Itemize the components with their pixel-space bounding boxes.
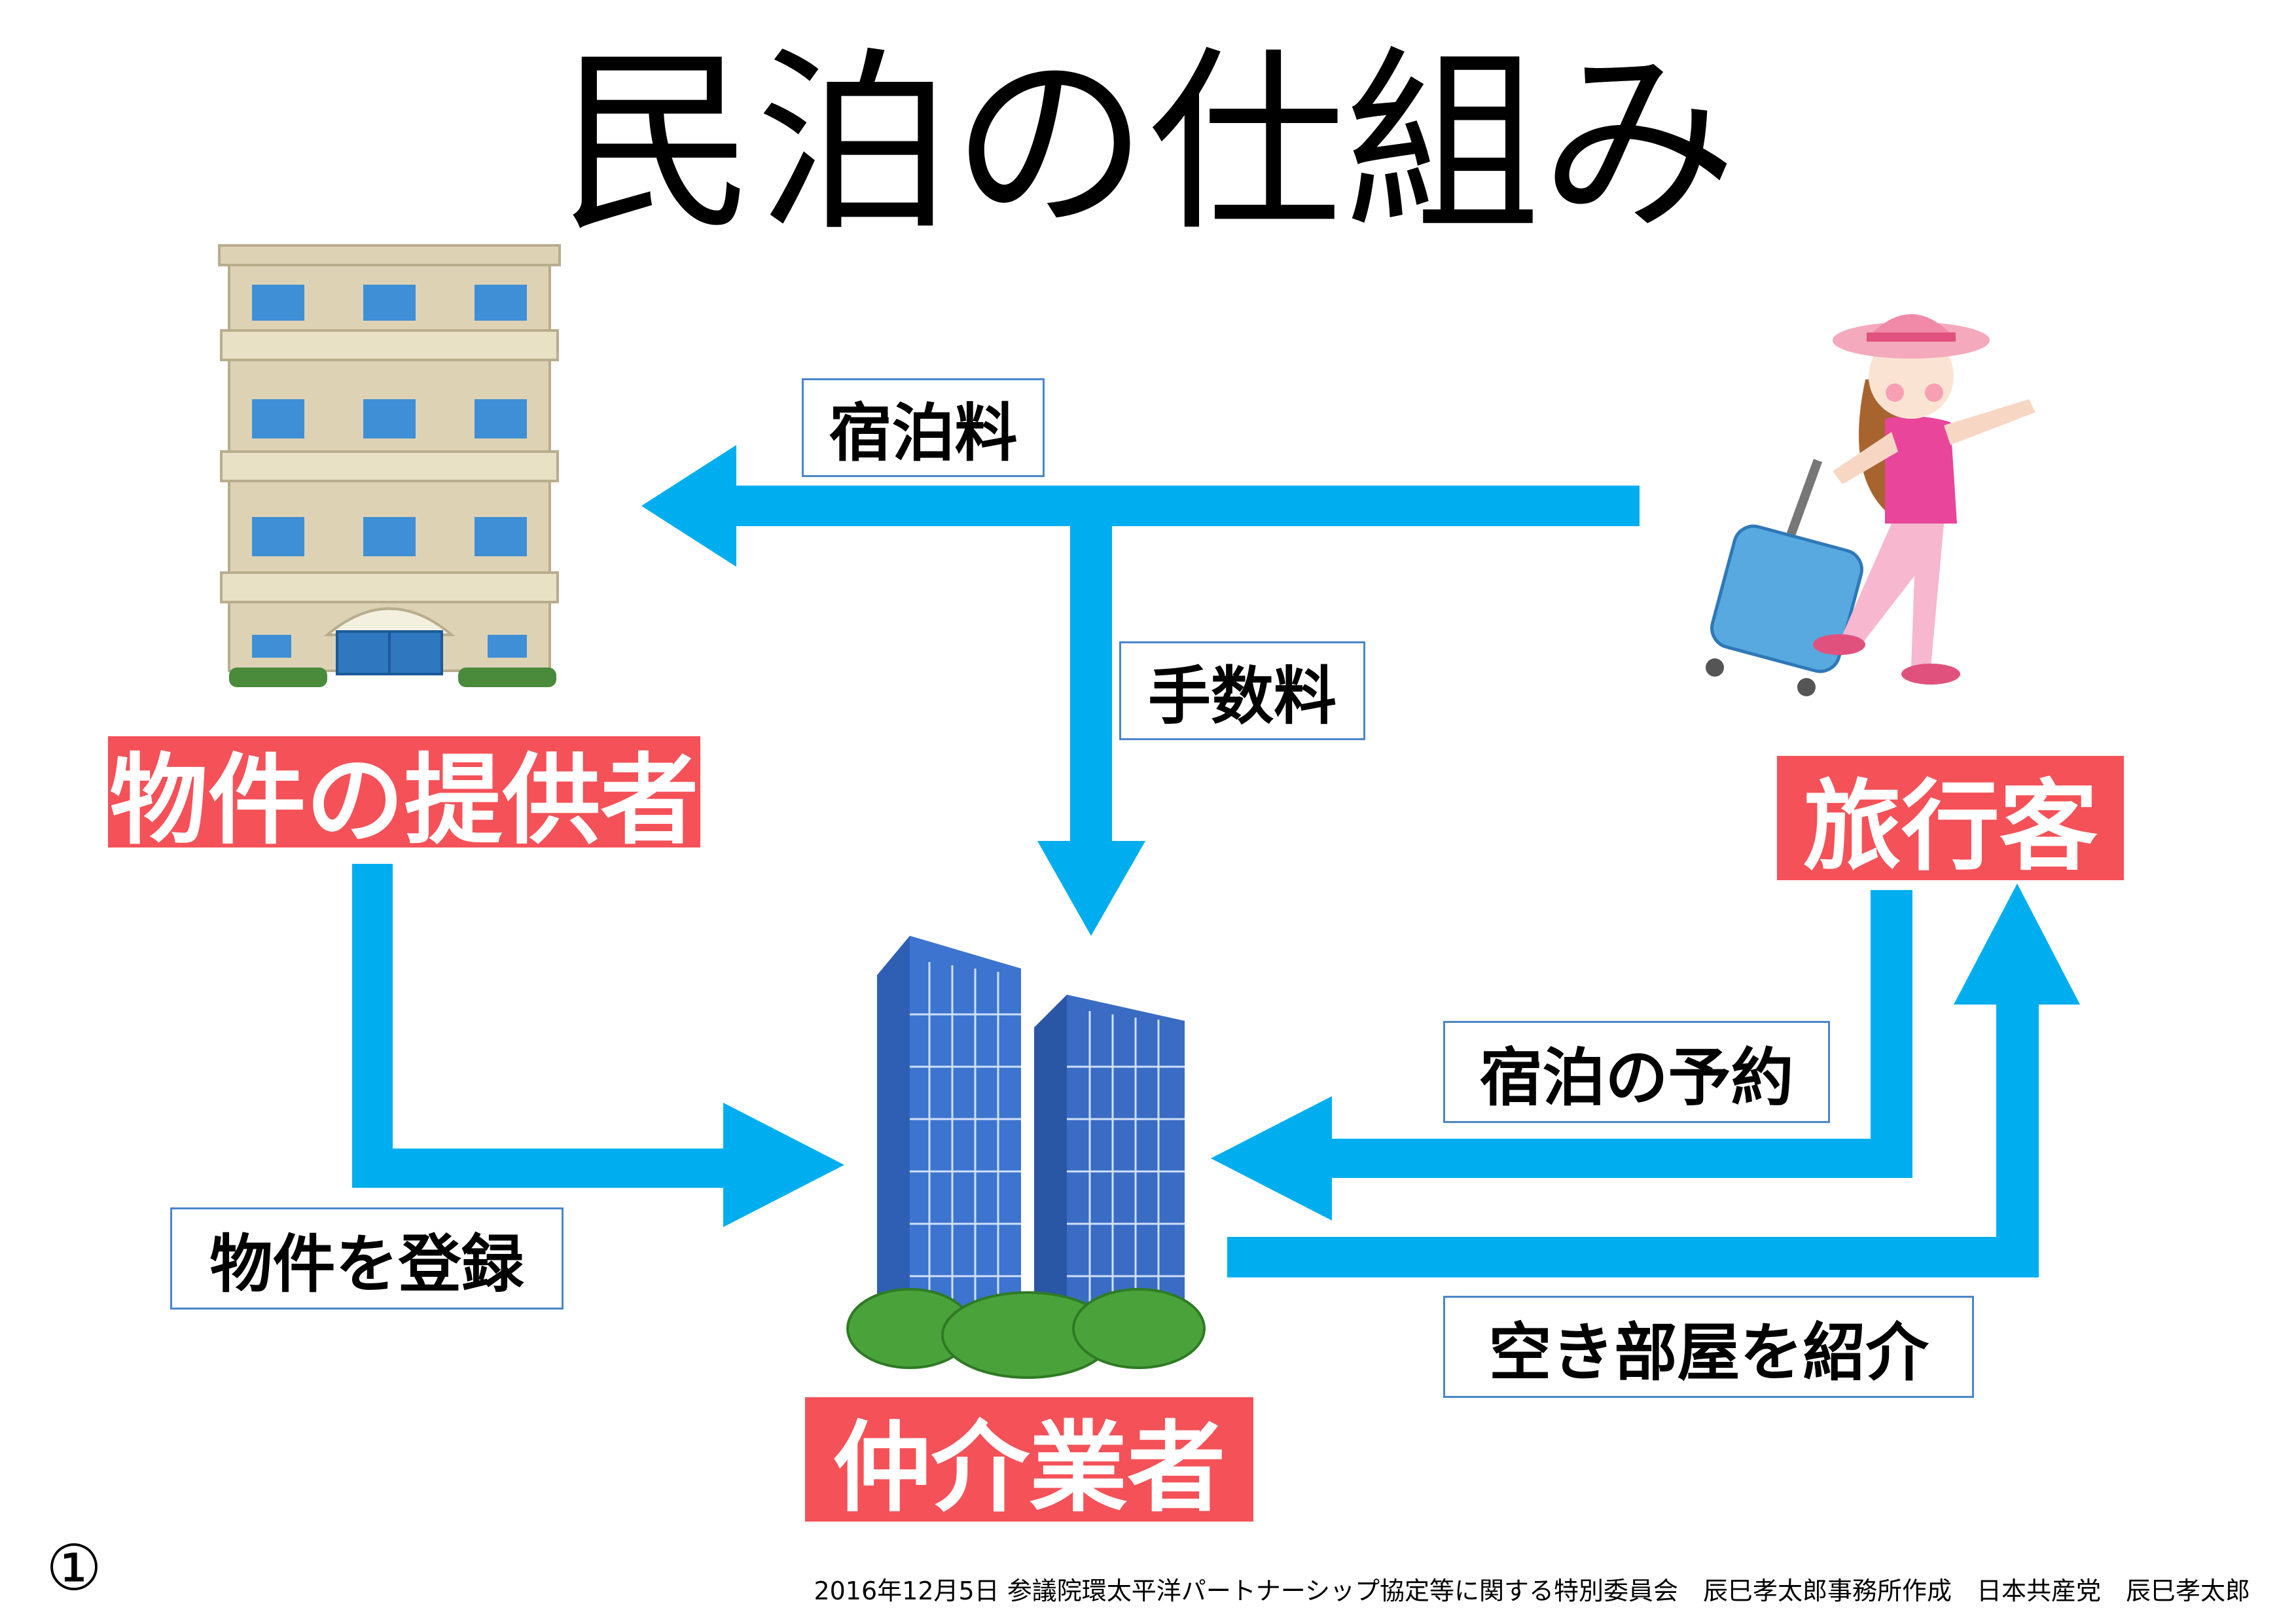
footer-credit: 2016年12月5日 参議院環太平洋パートナーシップ協定等に関する特別委員会 辰… (814, 1577, 2250, 1605)
arrow-commission-shaft (1070, 505, 1112, 852)
provider-label: 物件の提供者 (108, 736, 700, 858)
traveler-label: 旅行客 (1777, 756, 2124, 884)
introduce-rooms-label: 空き部屋を紹介 (1443, 1296, 1974, 1398)
reserve-label: 宿泊の予約 (1443, 1021, 1830, 1123)
arrow-introduce-horizontal (1227, 1237, 2039, 1277)
page-title: 民泊の仕組み (559, 29, 1737, 258)
arrow-commission-head (1037, 841, 1145, 936)
commission-label: 手数料 (1119, 641, 1365, 740)
arrow-reserve-head (1211, 1096, 1332, 1221)
office-towers-icon (846, 936, 1206, 1379)
arrow-introduce-vertical (1996, 995, 2039, 1277)
register-property-label: 物件を登録 (170, 1207, 564, 1310)
broker-label: 仲介業者 (805, 1397, 1253, 1525)
arrow-lodging-fee-head (641, 445, 736, 567)
arrow-register-head (723, 1103, 844, 1227)
arrow-register-horizontal (352, 1149, 738, 1188)
arrow-register-vertical (352, 864, 393, 1188)
lodging-fee-label: 宿泊料 (802, 378, 1045, 477)
traveler-woman-icon (1706, 314, 2036, 696)
arrow-lodging-fee-shaft (730, 486, 1640, 526)
arrow-reserve-horizontal (1322, 1139, 1912, 1178)
arrow-introduce-head (1954, 883, 2080, 1005)
arrow-reserve-vertical (1871, 890, 1912, 1178)
apartment-building-icon (218, 244, 561, 687)
slide-number: ① (46, 1531, 103, 1605)
